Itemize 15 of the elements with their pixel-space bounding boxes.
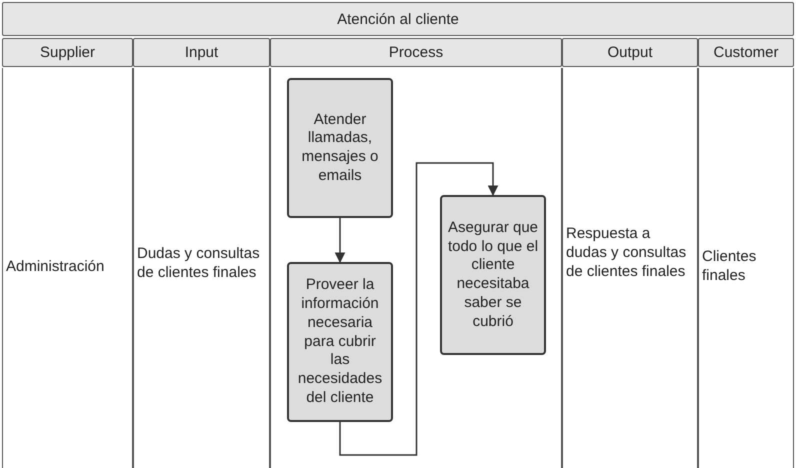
cell-text: Administración xyxy=(6,258,106,277)
arrow xyxy=(334,218,346,264)
cell-text: Dudas y consultas de clientes finales xyxy=(137,245,261,282)
column-header: Output xyxy=(562,38,698,67)
title-bar: Atención al cliente xyxy=(2,2,794,36)
process-box: Asegurar que todo lo que el cliente necesitaba saber se cubrió xyxy=(440,195,546,355)
column-header: Customer xyxy=(698,38,794,67)
arrow xyxy=(339,162,498,456)
cell-text: Clientes finales xyxy=(702,248,758,286)
column-header: Supplier xyxy=(2,38,133,67)
process-box: Atender llamadas, mensajes o emails xyxy=(287,78,393,218)
process-box: Proveer la información necesaria para cubrir las necesidades del cliente xyxy=(287,262,393,422)
cell-text: Respuesta a dudas y consultas de clientes finales xyxy=(566,225,688,282)
column-header: Process xyxy=(270,38,562,67)
column-header: Input xyxy=(133,38,270,67)
